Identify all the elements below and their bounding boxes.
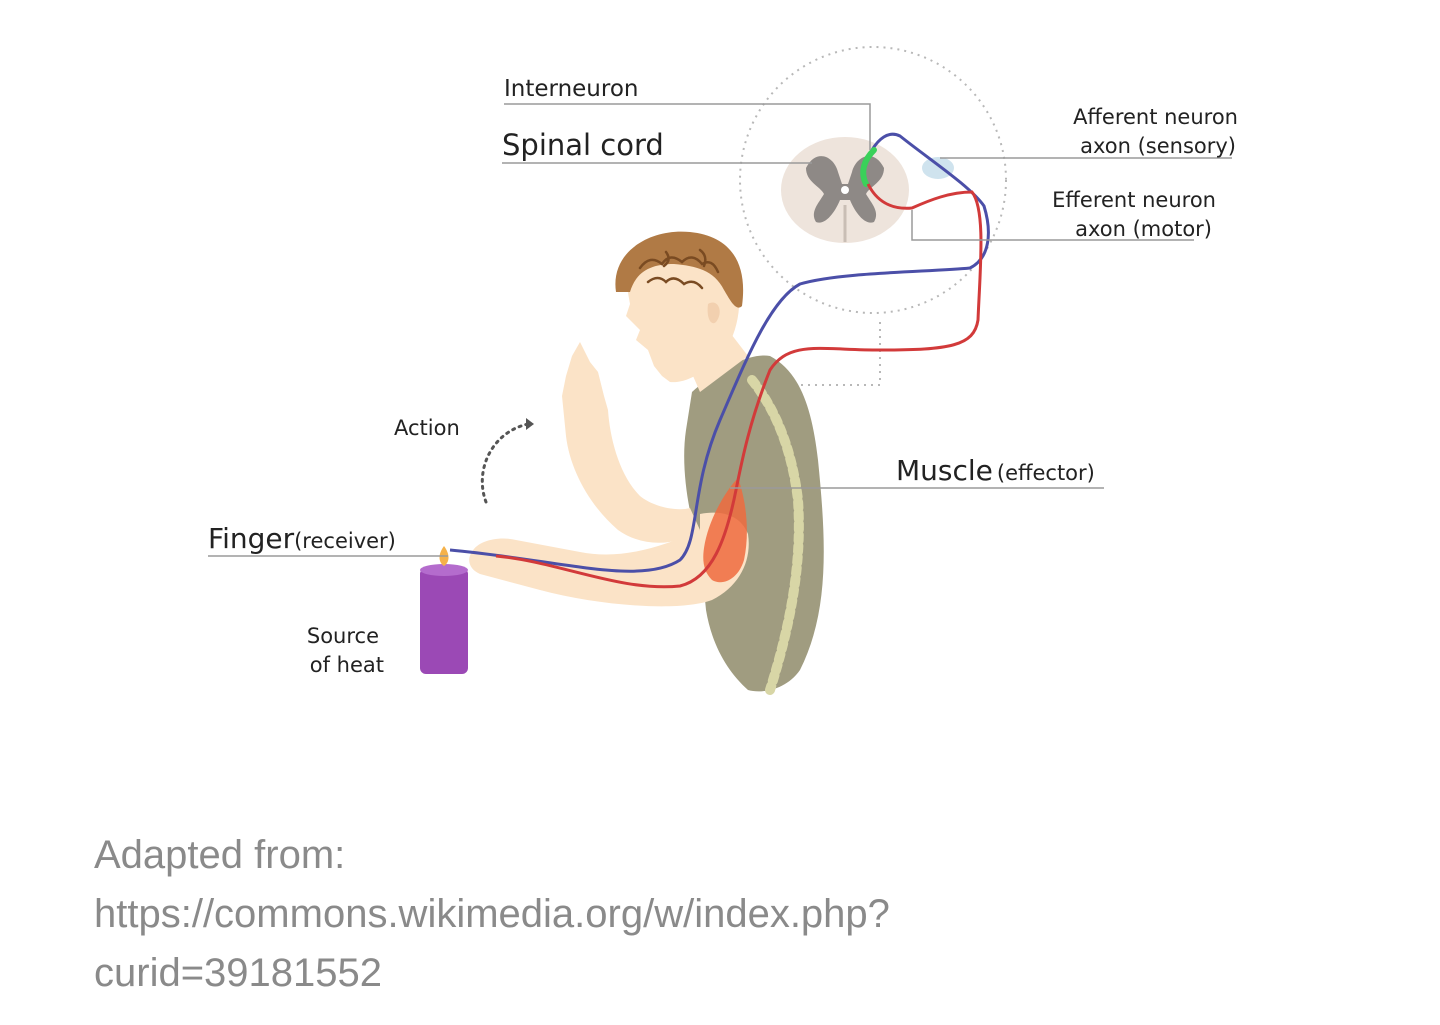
label-finger-main: Finger bbox=[208, 522, 295, 555]
spinal-cord-cross-section bbox=[781, 137, 909, 243]
action-arrow bbox=[480, 422, 530, 504]
candle bbox=[420, 546, 468, 674]
label-muscle: Muscle(effector) bbox=[896, 454, 1095, 487]
head-face bbox=[624, 240, 740, 383]
spine bbox=[747, 375, 804, 695]
interneuron-leader bbox=[504, 103, 871, 150]
sensory-pathway bbox=[449, 132, 990, 573]
label-source-line1: Source bbox=[307, 624, 379, 648]
label-source-line2: of heat bbox=[310, 653, 384, 677]
magnification-circle bbox=[739, 46, 1007, 314]
interneuron-cell bbox=[860, 147, 877, 187]
person-figure bbox=[469, 231, 824, 695]
leader-lines bbox=[208, 103, 1232, 557]
label-muscle-sub: (effector) bbox=[997, 461, 1095, 485]
label-afferent-line2: axon (sensory) bbox=[1080, 134, 1236, 158]
action-arrowhead bbox=[526, 418, 534, 430]
raised-arm bbox=[562, 342, 700, 543]
dorsal-root-ganglion bbox=[922, 157, 954, 179]
forearm-extended bbox=[469, 512, 749, 607]
efferent-leader bbox=[911, 210, 1194, 241]
ear bbox=[707, 302, 720, 324]
central-canal bbox=[841, 186, 849, 194]
label-action: Action bbox=[394, 416, 460, 440]
attribution-caption: Adapted from: https://commons.wikimedia.… bbox=[94, 826, 1194, 1003]
motor-pathway bbox=[495, 183, 983, 589]
label-finger: Finger(receiver) bbox=[208, 522, 396, 555]
hair bbox=[615, 231, 744, 308]
label-interneuron: Interneuron bbox=[504, 76, 639, 102]
candle-top bbox=[420, 564, 468, 576]
label-efferent-line2: axon (motor) bbox=[1075, 217, 1212, 241]
label-efferent-line1: Efferent neuron bbox=[1052, 188, 1216, 212]
label-muscle-main: Muscle bbox=[896, 454, 993, 487]
candle-body bbox=[420, 568, 468, 674]
label-spinal-cord: Spinal cord bbox=[502, 128, 664, 162]
label-finger-sub: (receiver) bbox=[294, 529, 396, 553]
label-afferent-line1: Afferent neuron bbox=[1073, 105, 1238, 129]
caption-line-3: curid=39181552 bbox=[94, 951, 383, 995]
caption-line-2: https://commons.wikimedia.org/w/index.ph… bbox=[94, 892, 890, 936]
magnification-connector bbox=[795, 322, 881, 386]
caption-line-1: Adapted from: bbox=[94, 833, 346, 877]
brain-folds bbox=[638, 248, 720, 290]
